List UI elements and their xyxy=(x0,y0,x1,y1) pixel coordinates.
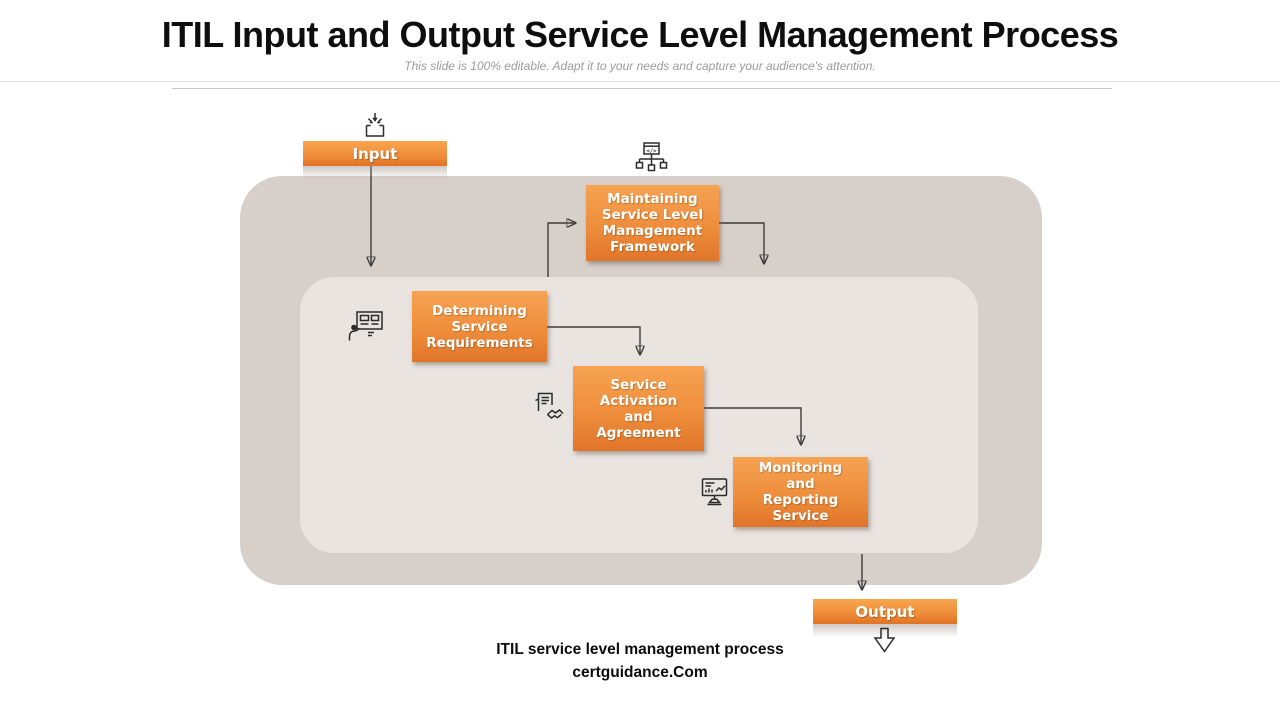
output-node: Output xyxy=(813,599,957,637)
divider-inset xyxy=(172,88,1112,89)
input-label: Input xyxy=(352,144,398,163)
inbox-tray-icon xyxy=(360,112,390,140)
footer-line-2: certguidance.Com xyxy=(572,664,708,681)
contract-handshake-icon xyxy=(533,392,564,422)
code-window-sitemap-icon: </> xyxy=(633,142,670,172)
presenter-board-icon xyxy=(348,310,384,341)
output-label: Output xyxy=(855,602,915,621)
node-maintaining-service-level-framework: Maintaining Service Level Management Fra… xyxy=(586,185,719,261)
monitor-stats-icon xyxy=(699,477,730,509)
node-service-activation-agreement: Service Activation and Agreement xyxy=(573,366,704,451)
node-determining-service-requirements: Determining Service Requirements xyxy=(412,291,547,362)
input-node: Input xyxy=(303,141,447,179)
footer-caption: ITIL service level management process ce… xyxy=(0,638,1280,684)
page-subtitle: This slide is 100% editable. Adapt it to… xyxy=(404,59,876,73)
svg-text:</>: </> xyxy=(646,148,657,154)
footer-line-1: ITIL service level management process xyxy=(496,641,784,658)
node-monitoring-reporting-service: Monitoring and Reporting Service xyxy=(733,457,868,527)
page-title: ITIL Input and Output Service Level Mana… xyxy=(161,14,1119,55)
download-arrow-icon xyxy=(872,627,897,654)
divider-top xyxy=(0,81,1280,82)
